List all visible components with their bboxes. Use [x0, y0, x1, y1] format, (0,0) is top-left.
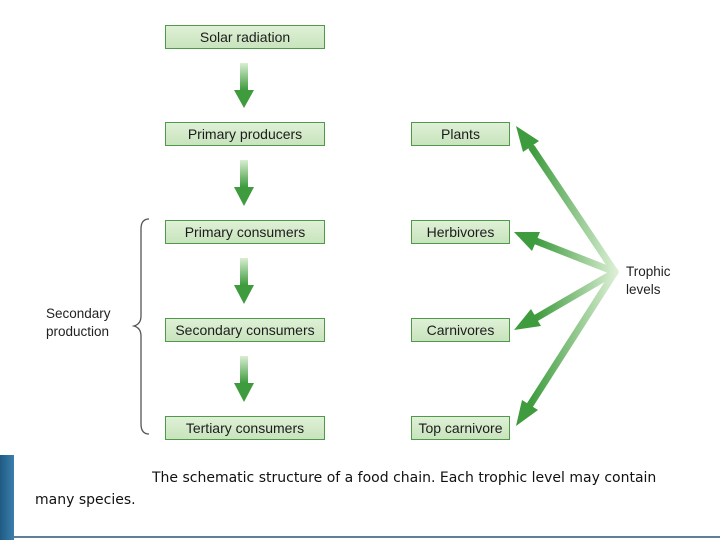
- flow-arrow: [234, 356, 254, 402]
- box-solar-radiation: Solar radiation: [165, 25, 325, 49]
- box-herbivores: Herbivores: [411, 220, 510, 244]
- box-carnivores: Carnivores: [411, 318, 510, 342]
- secondary-production-brace: [131, 218, 150, 435]
- trophic-label-line-1: Trophic: [626, 264, 671, 279]
- secondary-label-line-2: production: [46, 324, 110, 339]
- box-secondary-consumers: Secondary consumers: [165, 318, 325, 342]
- secondary-label-line-1: Secondary: [46, 306, 111, 321]
- trophic-arrow-herbivores: [514, 232, 619, 276]
- trophic-arrow-carnivores: [514, 268, 619, 330]
- caption-line-1: The schematic structure of a food chain.…: [152, 470, 657, 486]
- trophic-label-line-2: levels: [626, 282, 661, 297]
- box-plants: Plants: [411, 122, 510, 146]
- flow-arrow: [234, 258, 254, 304]
- caption-line-2: many species.: [35, 492, 136, 508]
- box-primary-producers: Primary producers: [165, 122, 325, 146]
- slide-accent-strip: [0, 455, 14, 540]
- trophic-arrow-plants: [516, 126, 619, 276]
- flow-arrow: [234, 160, 254, 206]
- flow-arrow: [234, 63, 254, 108]
- trophic-levels-label: Trophic levels: [626, 263, 671, 299]
- trophic-arrow-top-carnivore: [516, 268, 619, 426]
- secondary-production-label: Secondary production: [46, 305, 111, 341]
- box-top-carnivore: Top carnivore: [411, 416, 510, 440]
- box-tertiary-consumers: Tertiary consumers: [165, 416, 325, 440]
- slide-bottom-rule: [14, 536, 720, 538]
- box-primary-consumers: Primary consumers: [165, 220, 325, 244]
